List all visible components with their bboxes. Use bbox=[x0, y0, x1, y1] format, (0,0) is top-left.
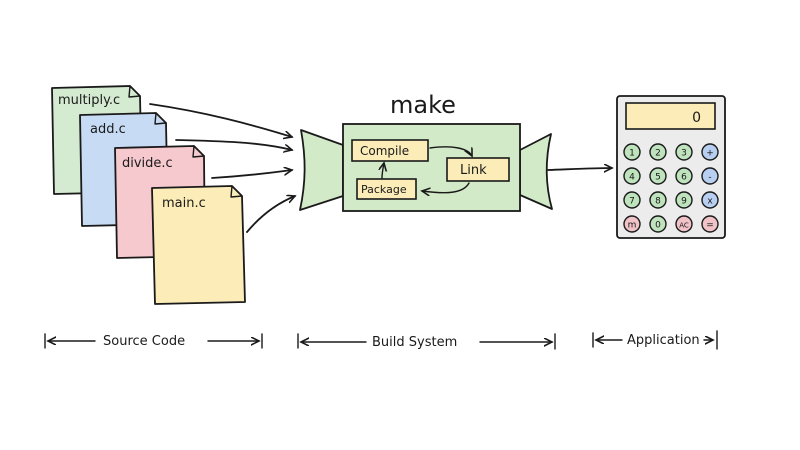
calculator-keypad: 1 2 3 +4 5 6 - 7 8 9 x m 0 AC = bbox=[623, 143, 719, 233]
calculator-key-m: m bbox=[623, 215, 641, 233]
calculator-key-label: 7 bbox=[629, 197, 635, 207]
calculator-display-value: 0 bbox=[692, 110, 701, 126]
file-label-add: add.c bbox=[90, 122, 126, 137]
source-code-label: Source Code bbox=[103, 334, 185, 349]
calculator-key-label: 9 bbox=[681, 197, 687, 207]
calculator-key-label: 6 bbox=[681, 173, 687, 183]
calculator-key-9: 9 bbox=[675, 191, 693, 209]
arrow-multiply-to-make bbox=[149, 103, 292, 137]
calculator-key-label: + bbox=[706, 149, 714, 159]
file-label-multiply: multiply.c bbox=[58, 93, 120, 108]
calculator-key--: - bbox=[701, 167, 719, 185]
calculator-key-label: 8 bbox=[655, 197, 661, 207]
arrow-link-to-package bbox=[422, 182, 470, 193]
application-label: Application bbox=[627, 333, 700, 348]
section-application: Application bbox=[592, 330, 718, 350]
calculator-key-label: 0 bbox=[655, 221, 661, 231]
calculator-key-1: 1 bbox=[623, 143, 641, 161]
calculator-key-label: = bbox=[706, 221, 714, 231]
calculator-key-7: 7 bbox=[623, 191, 641, 209]
file-label-main: main.c bbox=[162, 196, 206, 211]
section-build-system: Build System bbox=[297, 333, 556, 350]
arrow-package-to-compile bbox=[382, 163, 384, 179]
calculator-key-+: + bbox=[701, 143, 719, 161]
make-right-wing bbox=[519, 133, 553, 210]
compile-label: Compile bbox=[360, 144, 409, 158]
arrow-divide-to-make bbox=[211, 170, 292, 179]
calculator-key-label: x bbox=[707, 197, 713, 207]
calculator-key-6: 6 bbox=[675, 167, 693, 185]
calculator-display bbox=[625, 102, 716, 130]
calculator-key-5: 5 bbox=[649, 167, 667, 185]
calculator-key-label: - bbox=[708, 173, 711, 183]
calculator-key-x: x bbox=[701, 191, 719, 209]
calculator-key-label: 3 bbox=[681, 149, 687, 159]
source-file-main: main.c bbox=[151, 185, 246, 305]
calculator-body bbox=[616, 95, 726, 239]
arrow-make-to-app bbox=[547, 168, 612, 170]
make-build-system: make Compile Link Package bbox=[299, 91, 553, 212]
calculator-key-label: 2 bbox=[655, 149, 661, 159]
build-system-label: Build System bbox=[372, 335, 457, 350]
calculator-key-8: 8 bbox=[649, 191, 667, 209]
calculator-key-3: 3 bbox=[675, 143, 693, 161]
make-title: make bbox=[390, 91, 456, 119]
calculator-key-2: 2 bbox=[649, 143, 667, 161]
calculator-key-=: = bbox=[701, 215, 719, 233]
input-arrows bbox=[149, 103, 295, 233]
link-label: Link bbox=[460, 163, 487, 178]
section-source-code: Source Code bbox=[44, 333, 263, 349]
package-box bbox=[356, 178, 417, 200]
calculator-key-label: m bbox=[628, 221, 637, 231]
calculator-key-label: 1 bbox=[629, 149, 635, 159]
file-label-divide: divide.c bbox=[122, 156, 173, 171]
calculator-key-label: AC bbox=[679, 222, 689, 230]
compile-box bbox=[351, 139, 429, 162]
link-box bbox=[446, 157, 510, 182]
page-main bbox=[151, 185, 246, 305]
calculator-key-0: 0 bbox=[649, 215, 667, 233]
package-label: Package bbox=[361, 183, 407, 196]
calculator-key-4: 4 bbox=[623, 167, 641, 185]
calculator-key-label: 5 bbox=[655, 173, 661, 183]
make-left-wing bbox=[299, 129, 344, 211]
arrow-main-to-make bbox=[246, 196, 295, 233]
arrow-compile-to-link bbox=[429, 146, 472, 156]
calculator-key-label: 4 bbox=[629, 173, 635, 183]
arrow-add-to-make bbox=[175, 139, 292, 150]
calculator-key-AC: AC bbox=[675, 215, 693, 233]
